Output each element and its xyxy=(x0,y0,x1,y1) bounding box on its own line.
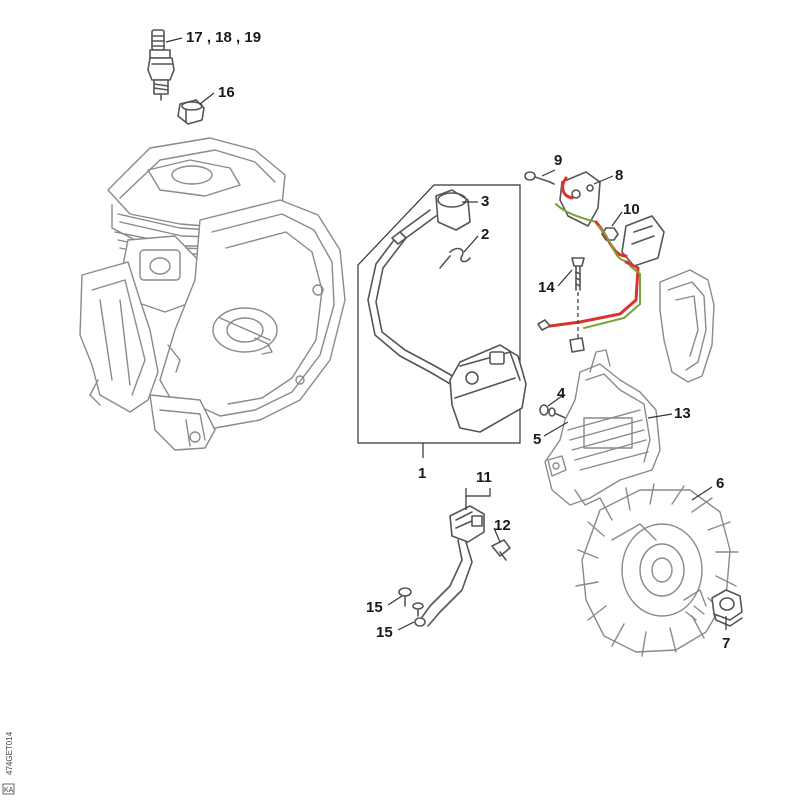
spark-plug-drawing xyxy=(147,29,175,101)
callout-1: 1 xyxy=(418,465,426,482)
plug-boot-drawing xyxy=(177,99,205,125)
ignition-module-group xyxy=(357,184,527,444)
callout-labels: 17 , 18 , 19 16 3 2 1 9 8 10 14 4 5 13 6… xyxy=(186,29,730,652)
carrier-bracket-drawing xyxy=(544,349,661,506)
engine-block-drawing xyxy=(79,137,346,451)
callout-2: 2 xyxy=(481,226,489,243)
side-cover-drawing xyxy=(659,269,715,383)
callout-7: 7 xyxy=(722,635,730,652)
wiring-harness-drawing xyxy=(524,171,665,353)
nut-drawing xyxy=(711,589,743,627)
callout-5: 5 xyxy=(533,431,541,448)
callout-6: 6 xyxy=(716,475,724,492)
callout-12: 12 xyxy=(494,517,511,534)
diagram-reference-code: 474GET014 xyxy=(5,731,14,775)
ground-lead-drawing xyxy=(398,505,511,627)
callout-8: 8 xyxy=(615,167,623,184)
leader-lines xyxy=(165,37,727,631)
callout-16: 16 xyxy=(218,84,235,101)
callout-17-18-19: 17 , 18 , 19 xyxy=(186,29,261,46)
callout-14: 14 xyxy=(538,279,555,296)
callout-13: 13 xyxy=(674,405,691,422)
callout-10: 10 xyxy=(623,201,640,218)
callout-3: 3 xyxy=(481,193,489,210)
flywheel-drawing xyxy=(575,483,739,657)
callout-11: 11 xyxy=(476,469,492,486)
corner-mark: KA xyxy=(2,783,15,795)
callout-4: 4 xyxy=(557,385,566,402)
callout-9: 9 xyxy=(554,152,562,169)
callout-15-lower: 15 xyxy=(376,624,393,641)
callout-15-upper: 15 xyxy=(366,599,383,616)
svg-text:KA: KA xyxy=(4,787,14,794)
